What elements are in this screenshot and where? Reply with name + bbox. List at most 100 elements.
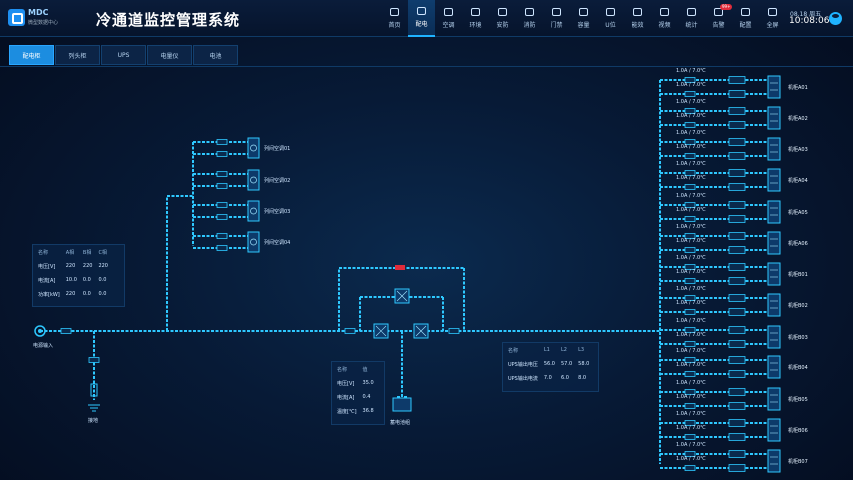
nav-item-13[interactable]: 配置 xyxy=(732,0,759,37)
pdu-breaker-icon xyxy=(728,232,746,240)
nav-item-0[interactable]: 首页 xyxy=(381,0,408,37)
table-cell: 名称 xyxy=(38,249,49,256)
nav-label: 告警 xyxy=(712,22,725,29)
cabinet-icon xyxy=(767,168,781,192)
table-cell: 0.0 xyxy=(82,277,91,283)
breaker-icon xyxy=(684,420,696,426)
tab-0[interactable]: 配电柜 xyxy=(9,45,54,65)
cabinet-icon xyxy=(767,387,781,411)
pdu-breaker-icon xyxy=(728,402,746,410)
ac-fan-icon xyxy=(250,176,257,184)
breaker-icon xyxy=(216,214,228,220)
tab-1[interactable]: 列头柜 xyxy=(55,45,100,65)
breaker-icon xyxy=(448,328,460,334)
branch-reading: 1.0A / 7.0℃ xyxy=(676,348,706,354)
table-cell: 电流[A] xyxy=(337,394,355,401)
branch-reading: 1.0A / 7.0℃ xyxy=(676,332,706,338)
fullscreen-icon xyxy=(768,8,777,16)
branch-reading: 1.0A / 7.0℃ xyxy=(676,411,706,417)
ac-fan-icon xyxy=(250,238,257,246)
branch-reading: 1.0A / 7.0℃ xyxy=(676,99,706,105)
ac-unit-icon xyxy=(247,231,260,253)
pdu-breaker-icon xyxy=(728,308,746,316)
battery-icon xyxy=(392,397,412,412)
ac-unit-icon xyxy=(247,200,260,222)
table-cell: 0.0 xyxy=(82,291,91,297)
divider xyxy=(0,66,853,67)
nav-label: 环境 xyxy=(469,22,482,29)
pdu-breaker-icon xyxy=(728,326,746,334)
breaker-icon xyxy=(684,278,696,284)
nav-item-6[interactable]: 门禁 xyxy=(543,0,570,37)
table-cell: 0.0 xyxy=(98,291,107,297)
ac-fan-icon xyxy=(250,144,257,152)
ac-unit-label: 列间空调04 xyxy=(264,240,291,246)
cabinet-icon xyxy=(767,262,781,286)
branch-reading: 1.0A / 7.0℃ xyxy=(676,130,706,136)
branch-reading: 1.0A / 7.0℃ xyxy=(676,380,706,386)
nav-item-11[interactable]: 统计 xyxy=(678,0,705,37)
nav-label: U位 xyxy=(605,22,616,29)
ac-unit-icon xyxy=(247,137,260,159)
capacity-icon xyxy=(579,8,588,16)
breaker-icon xyxy=(684,108,696,114)
nav-item-4[interactable]: 安防 xyxy=(489,0,516,37)
branch-reading: 1.0A / 7.0℃ xyxy=(676,161,706,167)
pdu-breaker-icon xyxy=(728,340,746,348)
table-cell: B相 xyxy=(82,249,92,256)
nav-item-5[interactable]: 消防 xyxy=(516,0,543,37)
ground-switch-icon xyxy=(90,383,98,397)
nav-item-12[interactable]: 99+告警 xyxy=(705,0,733,37)
tab-2[interactable]: UPS xyxy=(101,45,146,65)
pdu-breaker-icon xyxy=(728,370,746,378)
page-title: 冷通道监控管理系统 xyxy=(96,11,241,29)
nav-item-8[interactable]: U位 xyxy=(597,0,624,37)
user-avatar-icon[interactable] xyxy=(829,12,842,25)
cabinet-icon xyxy=(767,293,781,317)
nav-label: 容量 xyxy=(577,22,590,29)
pdu-breaker-icon xyxy=(728,464,746,472)
nav-label: 门禁 xyxy=(550,22,563,29)
tab-3[interactable]: 电量仪 xyxy=(147,45,192,65)
pdu-breaker-icon xyxy=(728,356,746,364)
table-cell: 温度[℃] xyxy=(337,408,357,415)
table-cell: 电压[V] xyxy=(337,380,355,387)
branch-reading: 1.0A / 7.0℃ xyxy=(676,425,706,431)
nav-item-14[interactable]: 全屏 xyxy=(759,0,786,37)
table-header: 名称值 xyxy=(332,362,377,376)
breaker-icon xyxy=(684,327,696,333)
nav-item-2[interactable]: 空调 xyxy=(435,0,462,37)
pdu-breaker-icon xyxy=(728,201,746,209)
breaker-icon xyxy=(684,216,696,222)
ac-unit-label: 列间空调01 xyxy=(264,146,291,152)
table-cell: UPS输出电流 xyxy=(508,375,538,382)
nav-item-1[interactable]: 配电 xyxy=(408,0,435,37)
brand-subtitle: 微型数据中心 xyxy=(28,20,59,26)
table-cell: 35.0 xyxy=(362,380,374,386)
cabinet-icon xyxy=(767,231,781,255)
battery-terminal xyxy=(404,396,407,398)
battery-label: 蓄电池组 xyxy=(390,420,411,426)
table-cell: 值 xyxy=(362,366,368,373)
nav-item-3[interactable]: 环境 xyxy=(462,0,489,37)
bypass-switch-icon xyxy=(395,265,405,270)
branch-reading: 1.0A / 7.0℃ xyxy=(676,207,706,213)
table-cell: 220 xyxy=(98,263,108,269)
table-cell: 0.0 xyxy=(98,277,107,283)
ac-icon xyxy=(444,8,453,16)
tab-4[interactable]: 电池 xyxy=(193,45,238,65)
breaker-icon xyxy=(684,371,696,377)
nav-item-9[interactable]: 能效 xyxy=(624,0,651,37)
nav-label: 首页 xyxy=(388,22,401,29)
ground-label: 接地 xyxy=(88,418,99,424)
nav-item-7[interactable]: 容量 xyxy=(570,0,597,37)
power-icon xyxy=(417,7,426,15)
nav-item-10[interactable]: 视频 xyxy=(651,0,678,37)
cabinet-label: 机柜B05 xyxy=(788,397,808,403)
